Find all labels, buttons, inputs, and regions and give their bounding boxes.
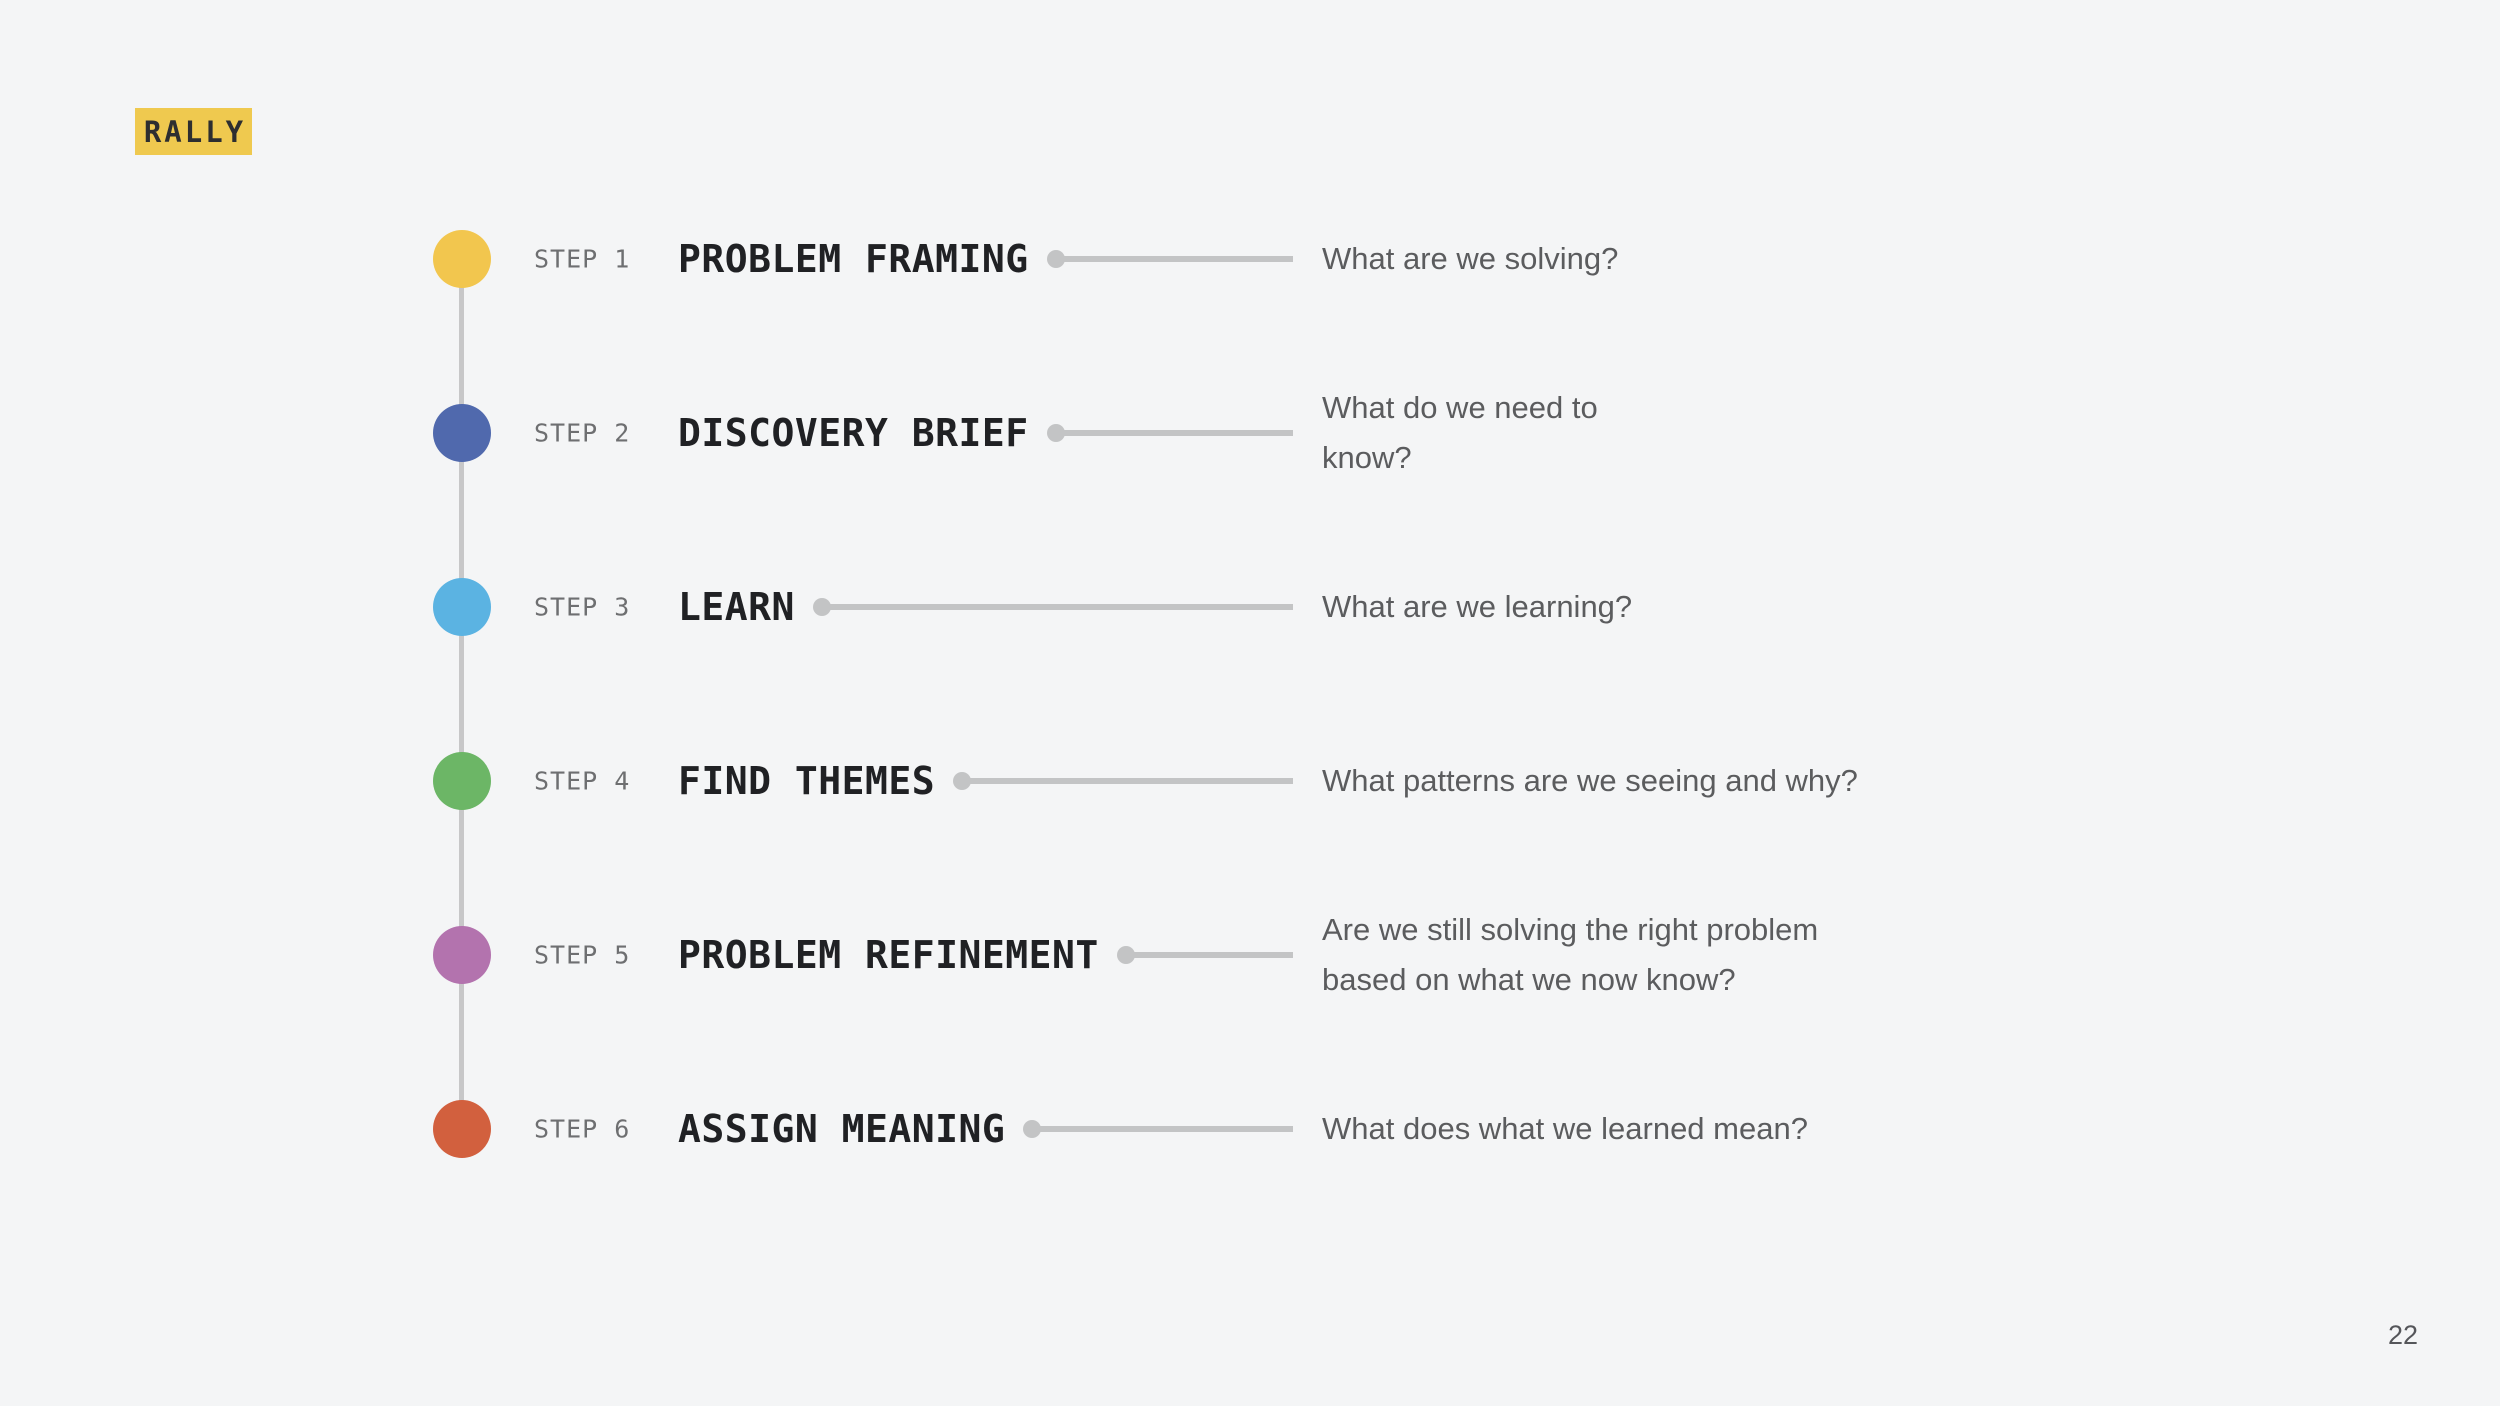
leader-line bbox=[1060, 256, 1293, 262]
step-color-dot-icon bbox=[433, 1100, 491, 1158]
step-color-dot-icon bbox=[433, 230, 491, 288]
leader-line bbox=[967, 778, 1293, 784]
step-title-group: PROBLEM REFINEMENT bbox=[678, 933, 1293, 977]
leader-connector bbox=[812, 598, 1293, 616]
step-label: STEP 4 bbox=[534, 766, 631, 796]
step-question: What are we learning? bbox=[1322, 589, 1633, 624]
step-title-group: DISCOVERY BRIEF bbox=[678, 411, 1293, 455]
leader-connector bbox=[953, 772, 1293, 790]
timeline-vertical-line bbox=[459, 259, 464, 1129]
step-color-dot-icon bbox=[433, 752, 491, 810]
step-row: STEP 1 PROBLEM FRAMING What are we solvi… bbox=[0, 199, 2500, 319]
step-question: What are we solving? bbox=[1322, 241, 1619, 276]
leader-dot-icon bbox=[1046, 424, 1065, 442]
step-row: STEP 3 LEARN What are we learning? bbox=[0, 547, 2500, 667]
step-title: PROBLEM FRAMING bbox=[678, 237, 1029, 281]
step-title: DISCOVERY BRIEF bbox=[678, 411, 1029, 455]
step-label: STEP 6 bbox=[534, 1114, 631, 1144]
step-title: FIND THEMES bbox=[678, 759, 936, 803]
step-title-group: PROBLEM FRAMING bbox=[678, 237, 1293, 281]
step-question: What patterns are we seeing and why? bbox=[1322, 763, 1858, 798]
step-row: STEP 4 FIND THEMES What patterns are we … bbox=[0, 721, 2500, 841]
brand-logo: RALLY bbox=[135, 108, 252, 155]
step-label: STEP 3 bbox=[534, 592, 631, 622]
leader-dot-icon bbox=[1023, 1120, 1042, 1138]
page-number: 22 bbox=[2388, 1320, 2419, 1350]
leader-line bbox=[1060, 430, 1293, 436]
leader-dot-icon bbox=[812, 598, 831, 616]
leader-line bbox=[1037, 1126, 1293, 1132]
leader-line bbox=[826, 604, 1293, 610]
step-title-group: ASSIGN MEANING bbox=[678, 1107, 1293, 1151]
step-label: STEP 1 bbox=[534, 244, 631, 274]
leader-connector bbox=[1046, 250, 1293, 268]
step-row: STEP 5 PROBLEM REFINEMENT Are we still s… bbox=[0, 895, 2500, 1015]
leader-connector bbox=[1046, 424, 1293, 442]
step-question: Are we still solving the right problem b… bbox=[1322, 912, 1819, 997]
step-color-dot-icon bbox=[433, 926, 491, 984]
step-label: STEP 2 bbox=[534, 418, 631, 448]
step-row: STEP 6 ASSIGN MEANING What does what we … bbox=[0, 1069, 2500, 1189]
step-question: What do we need to know? bbox=[1322, 390, 1598, 475]
step-title-group: FIND THEMES bbox=[678, 759, 1293, 803]
step-title-group: LEARN bbox=[678, 585, 1293, 629]
step-label: STEP 5 bbox=[534, 940, 631, 970]
step-color-dot-icon bbox=[433, 404, 491, 462]
step-question: What does what we learned mean? bbox=[1322, 1111, 1808, 1146]
leader-connector bbox=[1023, 1120, 1293, 1138]
leader-dot-icon bbox=[1116, 946, 1135, 964]
step-title: ASSIGN MEANING bbox=[678, 1107, 1006, 1151]
leader-line bbox=[1130, 952, 1293, 958]
leader-dot-icon bbox=[953, 772, 972, 790]
step-color-dot-icon bbox=[433, 578, 491, 636]
leader-connector bbox=[1116, 946, 1293, 964]
step-title: PROBLEM REFINEMENT bbox=[678, 933, 1099, 977]
step-row: STEP 2 DISCOVERY BRIEF What do we need t… bbox=[0, 373, 2500, 493]
leader-dot-icon bbox=[1046, 250, 1065, 268]
step-title: LEARN bbox=[678, 585, 795, 629]
